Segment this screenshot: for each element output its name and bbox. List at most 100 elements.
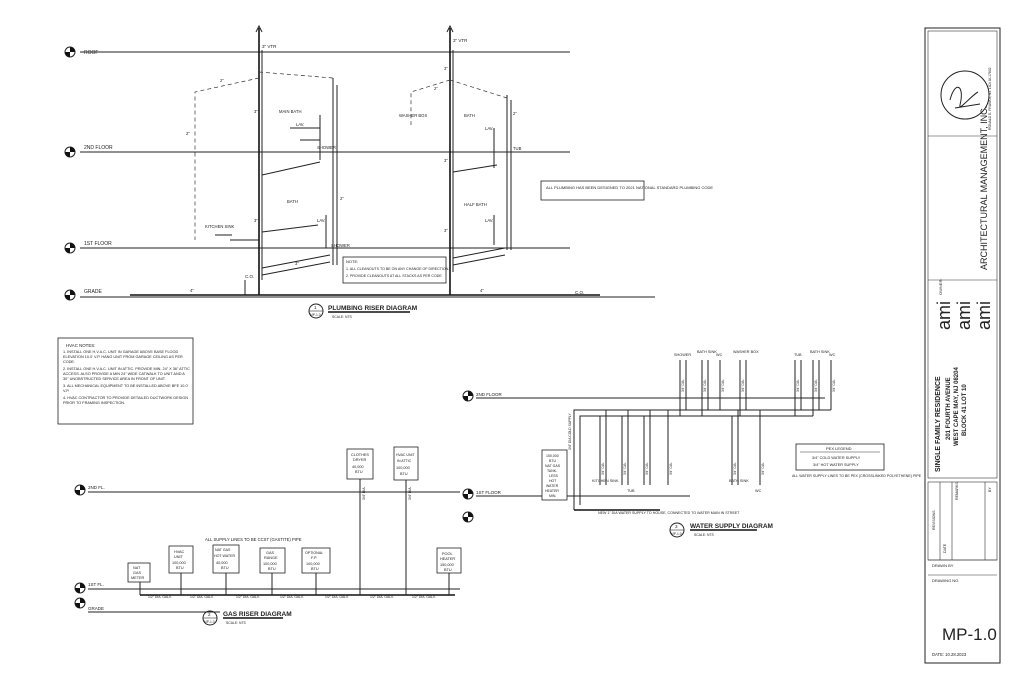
svg-text:HVAC NOTES:: HVAC NOTES: [66, 343, 95, 348]
level-label-1st-floor: 1ST FLOOR [84, 241, 112, 247]
project-name: SINGLE FAMILY RESIDENCE [935, 376, 942, 472]
svg-text:WASHER BOX: WASHER BOX [733, 350, 759, 354]
plumbing-code-note [540, 180, 645, 201]
svg-text:3/4" COLD WATER SUPPLY: 3/4" COLD WATER SUPPLY [812, 456, 861, 460]
svg-text:3" VTR: 3" VTR [453, 38, 468, 43]
svg-text:RANGE: RANGE [264, 556, 278, 560]
firm-name: ARCHITECTURAL MANAGEMENT, INC. [979, 106, 989, 270]
hvac-notes: HVAC NOTES: 1. INSTALL ONE H.V.A.C. UNIT… [57, 337, 194, 425]
sheet-date: DATE: 10.28.2023 [932, 652, 967, 657]
gas-appliance-hvac: HVAC UNIT 100,000 BTU [168, 545, 194, 595]
svg-text:WC: WC [716, 353, 723, 357]
svg-text:3/4" DIA.: 3/4" DIA. [645, 462, 649, 475]
cleanout-note: NOTE: 1. ALL CLEANOUTS TO BE ON ANY CHAN… [342, 256, 449, 284]
level-marker-2nd-floor: 2ND FLOOR [64, 145, 113, 158]
drawing-no-label: DRAWING NO. [932, 578, 959, 583]
svg-text:3": 3" [444, 228, 448, 233]
gas-riser-diagram: 2ND FL. 1ST FL. GRADE ALL SUPPLY LINES T… [74, 446, 462, 626]
svg-text:40,000: 40,000 [216, 561, 228, 565]
level-marker-1st-floor: 1ST FLOOR [64, 241, 112, 254]
svg-text:BY: BY [988, 487, 992, 492]
svg-text:NOTE:: NOTE: [346, 259, 358, 264]
svg-text:100,000: 100,000 [396, 466, 410, 470]
gas-appliance-dryer: CLOTHES DRYER 40,000 BTU [346, 448, 374, 595]
svg-text:SHOWER: SHOWER [674, 353, 691, 357]
svg-text:HOT: HOT [549, 479, 557, 483]
gas-appliance-water-heater: NAT GAS HOT WATER 40,000 BTU [212, 544, 240, 595]
svg-text:KITCHEN SINK: KITCHEN SINK [592, 479, 619, 483]
svg-text:3/4" DIA.: 3/4" DIA. [623, 462, 627, 475]
svg-text:HALF BATH: HALF BATH [464, 202, 487, 207]
svg-text:TANK-: TANK- [547, 469, 558, 473]
svg-text:TUB: TUB [794, 353, 802, 357]
svg-text:GAS: GAS [133, 571, 141, 575]
svg-text:1ST FL.: 1ST FL. [88, 582, 104, 587]
svg-text:3/4" DIA.: 3/4" DIA. [721, 379, 725, 392]
svg-text:LAV.: LAV. [317, 218, 325, 223]
svg-text:1ST FLOOR: 1ST FLOOR [476, 490, 502, 495]
svg-text:3/4" DIA.: 3/4" DIA. [703, 379, 707, 392]
svg-text:1/2" DIA. GALV.: 1/2" DIA. GALV. [190, 595, 214, 599]
svg-text:BTU: BTU [221, 566, 229, 570]
svg-text:WEST CAPE MAY, NJ 08204: WEST CAPE MAY, NJ 08204 [954, 367, 960, 446]
svg-text:2": 2" [340, 196, 344, 201]
svg-text:ALL SUPPLY LINES TO BE CCST (G: ALL SUPPLY LINES TO BE CCST (GASTITE) PI… [205, 537, 302, 542]
sheet-number: MP-1.0 [942, 625, 997, 644]
water-diagram-title: 3 MP-1.0 WATER SUPPLY DIAGRAM SCALE: NTS [669, 522, 773, 538]
svg-text:METER: METER [131, 576, 145, 580]
svg-text:HOT WATER: HOT WATER [214, 554, 235, 558]
svg-text:1/2" DIA. GALV.: 1/2" DIA. GALV. [236, 595, 260, 599]
svg-text:WC: WC [755, 489, 762, 493]
firm-logo: ami [934, 301, 954, 330]
svg-text:SCALE: NTS: SCALE: NTS [332, 315, 353, 319]
svg-text:HVAC UNIT: HVAC UNIT [396, 453, 415, 457]
svg-text:TUB: TUB [627, 489, 635, 493]
svg-text:1. ALL CLEANOUTS TO BE ON ANY: 1. ALL CLEANOUTS TO BE ON ANY CHANGE OF … [346, 267, 449, 271]
hvac-note-2: 2. INSTALL ONE H.V.A.C. UNIT IN ATTIC. P… [63, 367, 190, 381]
svg-text:3/4" DIA.: 3/4" DIA. [761, 462, 765, 475]
svg-text:3/4" DIA.: 3/4" DIA. [362, 486, 366, 500]
svg-text:PLUMBING RISER DIAGRAM: PLUMBING RISER DIAGRAM [328, 305, 417, 312]
svg-text:3": 3" [444, 158, 448, 163]
svg-text:BTU: BTU [549, 459, 556, 463]
svg-text:3" VTR: 3" VTR [262, 44, 277, 49]
svg-text:BATH: BATH [287, 199, 298, 204]
svg-text:C.O.: C.O. [245, 274, 254, 279]
svg-text:4": 4" [480, 288, 484, 293]
svg-text:CLOTHES: CLOTHES [351, 453, 369, 457]
svg-text:3: 3 [675, 524, 678, 529]
gas-appliance-fireplace: OPTIONAL F.P. 100,000 BTU [301, 547, 331, 595]
svg-text:3/4" DIA COLD SUPPLY: 3/4" DIA COLD SUPPLY [568, 413, 572, 450]
svg-text:1/2" DIA. GALV.: 1/2" DIA. GALV. [370, 595, 394, 599]
svg-text:2": 2" [186, 131, 190, 136]
svg-text:3/4" DIA.: 3/4" DIA. [669, 462, 673, 475]
svg-text:WC: WC [829, 353, 836, 357]
svg-text:2": 2" [434, 86, 438, 91]
drawn-by-label: DRAWN BY [932, 563, 954, 568]
gas-diagram-title: 2 MP-1.0 GAS RISER DIAGRAM SCALE: NTS [202, 610, 292, 626]
svg-text:3": 3" [254, 218, 258, 223]
svg-text:NAT GAS: NAT GAS [215, 548, 231, 552]
svg-text:2": 2" [220, 78, 224, 83]
svg-text:2ND FL.: 2ND FL. [88, 485, 105, 490]
svg-text:3/4" DIA.: 3/4" DIA. [733, 462, 737, 475]
svg-text:1: 1 [314, 305, 317, 310]
architect-seal: RONALD E. FRANKS, NJ. LIC# AI-17832 [940, 67, 992, 130]
svg-text:1/2" DIA. GALV.: 1/2" DIA. GALV. [325, 595, 349, 599]
gas-meter: NAT GAS METER [127, 562, 151, 583]
svg-text:LAV.: LAV. [485, 218, 493, 223]
svg-text:2. PROVIDE CLEANOUTS AT ALL ST: 2. PROVIDE CLEANOUTS AT ALL STACKS AS PE… [346, 274, 442, 278]
svg-text:BTU: BTU [444, 568, 452, 572]
svg-text:LAV.: LAV. [485, 126, 493, 131]
svg-text:ami: ami [954, 301, 974, 330]
svg-text:3/4" DIA.: 3/4" DIA. [741, 379, 745, 392]
svg-text:MP-1.0: MP-1.0 [204, 620, 215, 624]
svg-text:1/2" DIA. GALV.: 1/2" DIA. GALV. [148, 595, 172, 599]
svg-text:BATH SINK: BATH SINK [697, 350, 717, 354]
svg-text:201 FOURTH AVENUE: 201 FOURTH AVENUE [946, 377, 952, 440]
svg-text:MP-1.0: MP-1.0 [310, 313, 321, 317]
svg-text:GRADE: GRADE [88, 606, 104, 611]
water-supply-diagram: 2ND FLOOR 1ST FLOOR 150,000 BTU NAT GAS … [462, 350, 922, 538]
hvac-note-1: 1. INSTALL ONE H.V.A.C. UNIT IN GARAGE A… [63, 350, 183, 364]
